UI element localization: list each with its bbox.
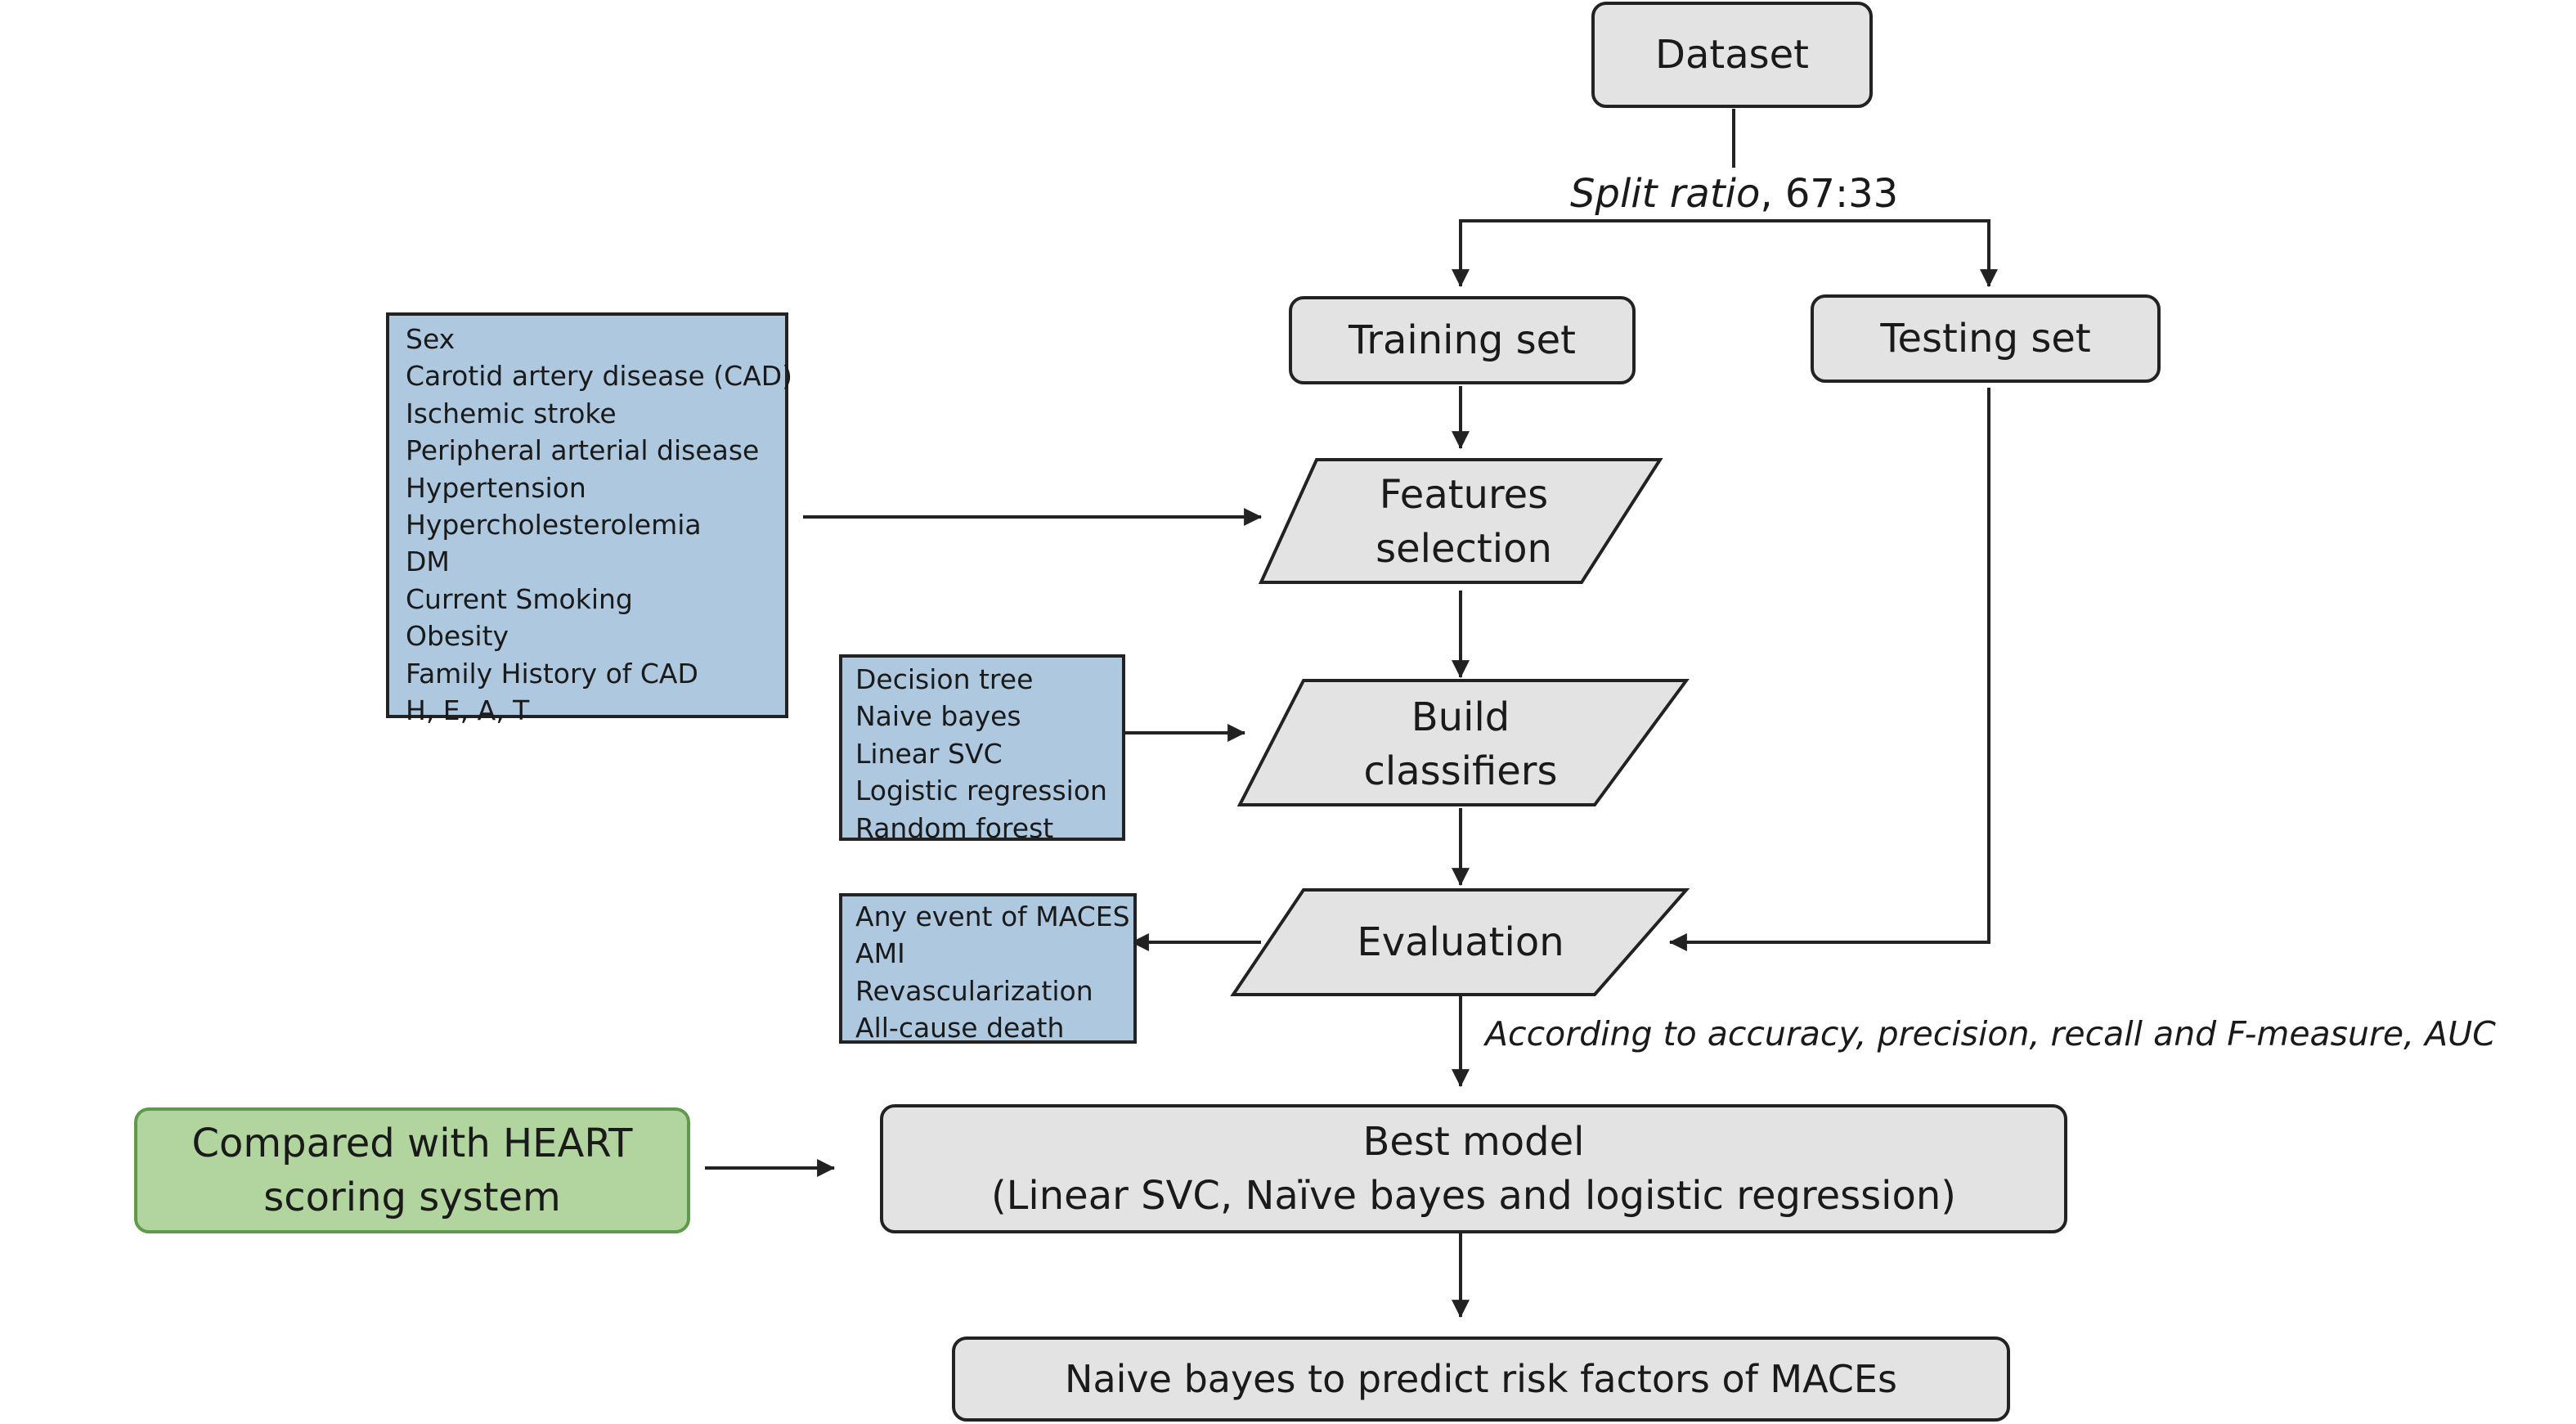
features-selection-line1: Features [1379,472,1549,518]
feature-item-2: Ischemic stroke [406,397,617,429]
heart-line1: Compared with HEART [191,1121,633,1166]
build-classifiers-shape [1236,679,1690,806]
feature-item-6: DM [406,546,450,578]
outcome-list: Any event of MACES AMI Revascularization… [839,893,1137,1044]
evaluation-shape [1230,888,1690,996]
dataset-label: Dataset [1655,32,1809,78]
feature-item-10: H, E, A, T [406,694,530,727]
build-classifiers-text: Build classifiers [1264,685,1657,803]
classifier-item-0: Decision tree [855,663,1034,695]
best-model-node: Best model (Linear SVC, Naïve bayes and … [880,1104,2067,1233]
split-ratio-label: Split ratio, 67:33 [1570,167,1898,221]
outcome-item-2: Revascularization [855,974,1093,1007]
best-model-line1: Best model [1362,1119,1585,1165]
build-classifiers-line1: Build [1411,694,1510,740]
classifier-item-3: Logistic regression [855,775,1107,807]
heart-line2: scoring system [263,1175,561,1220]
outcome-item-0: Any event of MACES [855,901,1130,932]
final-label: Naive bayes to predict risk factors of M… [1065,1357,1897,1401]
feature-item-4: Hypertension [406,471,586,504]
testing-set-label: Testing set [1880,316,2091,362]
connector-split [1459,219,1998,288]
best-model-line2: (Linear SVC, Naïve bayes and logistic re… [990,1173,1957,1219]
training-set-label: Training set [1348,317,1576,363]
outcome-item-1: AMI [855,937,905,970]
features-selection-text: Features selection [1276,463,1652,581]
feature-item-0: Sex [406,323,456,355]
criteria-label: According to accuracy, precision, recall… [1485,1014,2496,1053]
split-ratio-italic: Split ratio [1570,171,1761,217]
classifier-item-1: Naive bayes [855,700,1021,733]
outcome-item-3: All-cause death [855,1012,1065,1044]
connector-testing-evaluation [1668,388,1990,951]
features-selection-shape [1258,458,1663,584]
feature-item-7: Current Smoking [406,582,633,615]
evaluation-text: Evaluation [1264,892,1657,993]
classifier-item-2: Linear SVC [855,737,1003,770]
feature-item-1: Carotid artery disease (CAD) [406,360,793,393]
final-node: Naive bayes to predict risk factors of M… [952,1336,2010,1422]
heart-node: Compared with HEART scoring system [134,1107,690,1233]
feature-item-5: Hypercholesterolemia [406,509,702,541]
split-ratio-value: , 67:33 [1760,171,1899,217]
classifier-list: Decision tree Naive bayes Linear SVC Log… [839,654,1125,844]
build-classifiers-line2: classifiers [1363,748,1558,794]
testing-set-node: Testing set [1811,294,2161,383]
feature-item-3: Peripheral arterial disease [406,434,760,467]
feature-item-8: Obesity [406,620,509,653]
classifier-item-4: Random forest [855,811,1054,844]
evaluation-label: Evaluation [1357,919,1564,965]
feature-list: Sex Carotid artery disease (CAD) Ischemi… [386,312,793,726]
dataset-node: Dataset [1591,2,1873,108]
training-set-node: Training set [1289,296,1636,384]
features-selection-line2: selection [1376,526,1552,572]
feature-item-9: Family History of CAD [406,657,698,690]
